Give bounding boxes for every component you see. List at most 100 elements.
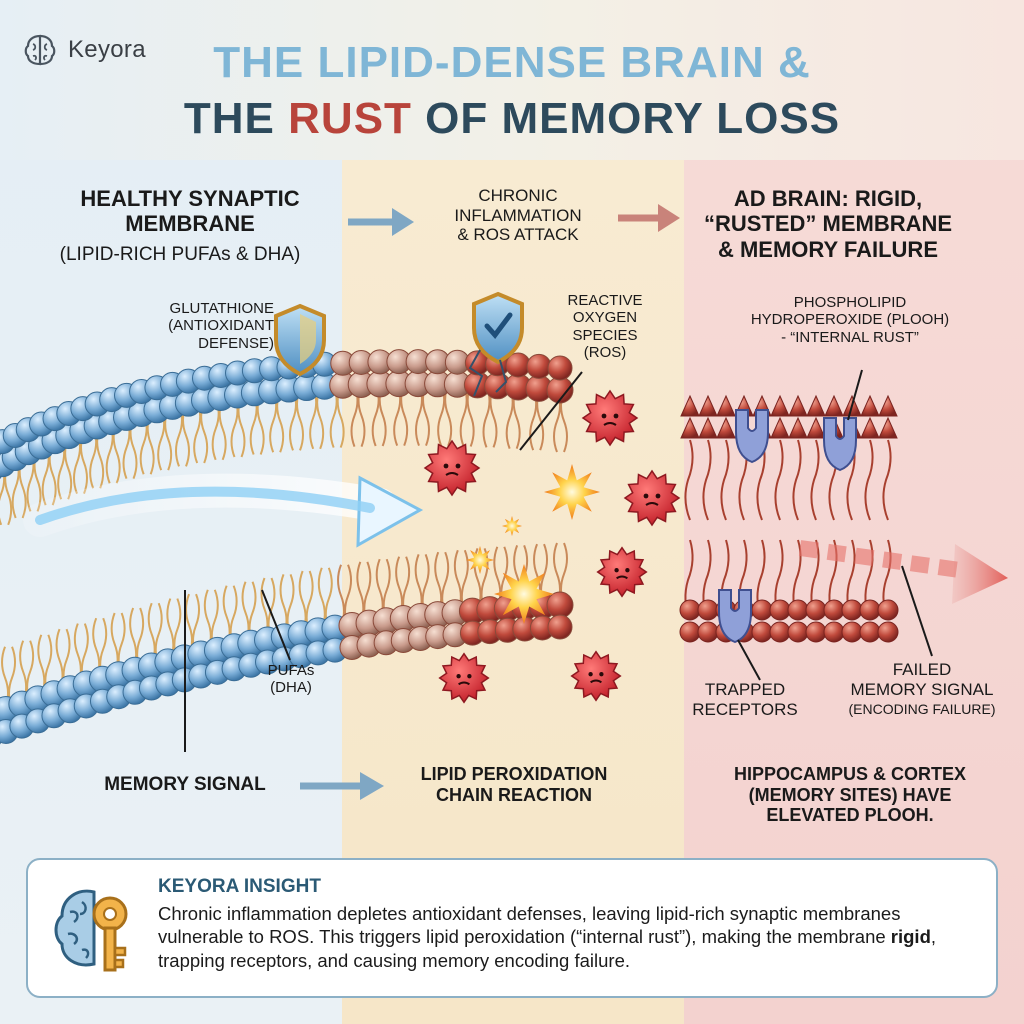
- insight-box: KEYORA INSIGHT Chronic inflammation depl…: [26, 858, 998, 998]
- shield-icon: [274, 303, 326, 377]
- title-line-2: THE RUST OF MEMORY LOSS: [0, 94, 1024, 144]
- glutathione-line1: GLUTATHIONE: [169, 300, 274, 317]
- arrow-right-icon: [658, 204, 680, 232]
- plooh-line1: PHOSPHOLIPID: [793, 294, 907, 311]
- attack-heading-line3: & ROS ATTACK: [457, 225, 579, 245]
- trapped-line1: TRAPPED: [704, 680, 786, 699]
- rusted-tail: [810, 439, 820, 521]
- ros-body: [581, 389, 639, 447]
- rusted-head: [770, 394, 790, 417]
- arrow-right-icon: [392, 208, 414, 236]
- healthy-heading-line2: MEMBRANE: [125, 211, 255, 237]
- phospholipid-head: [547, 614, 573, 640]
- check-mark: [484, 312, 513, 339]
- angry-ros-molecule-icon: [438, 652, 490, 704]
- rusted-head: [805, 621, 827, 643]
- ros-body: [623, 469, 681, 527]
- insight-body-part2: , trapping receptors, and causing memory…: [158, 926, 937, 971]
- leader-line: [737, 639, 761, 681]
- pufa-label: PUFAs(DHA): [236, 662, 346, 697]
- explosion-spark-icon: [466, 546, 494, 574]
- rusted-tail: [774, 439, 784, 521]
- crack-line: [468, 349, 508, 397]
- angry-ros-molecule-icon: [596, 546, 648, 598]
- rusted-head: [770, 416, 790, 439]
- rusted-head: [877, 621, 899, 643]
- ad-heading-line1: AD BRAIN: RIGID,: [733, 186, 923, 211]
- ros-line3: SPECIES: [572, 326, 638, 344]
- spark-burst: [502, 516, 522, 536]
- rusted-head: [841, 599, 863, 621]
- ros-body: [596, 546, 648, 598]
- leader-line: [847, 369, 863, 421]
- brain-logo-icon: [24, 34, 56, 66]
- rusted-head: [787, 621, 809, 643]
- receptor-protein-icon: [823, 417, 857, 472]
- ros-eye: [456, 674, 461, 679]
- title-line-1: THE LIPID-DENSE BRAIN &: [213, 38, 811, 87]
- title-rust-word: RUST: [288, 94, 412, 143]
- rusted-head: [680, 394, 700, 417]
- rusted-head: [823, 621, 845, 643]
- failed-line2: MEMORY SIGNAL: [850, 679, 994, 699]
- ros-mouth: [445, 472, 459, 476]
- receptor-protein-icon: [718, 589, 752, 644]
- ros-eye: [588, 672, 593, 677]
- pufa-line1: PUFAs: [267, 662, 315, 679]
- attack-heading-line2: INFLAMMATION: [454, 205, 582, 225]
- ros-eye: [614, 568, 619, 573]
- ros-mouth: [603, 422, 617, 426]
- chain-line1: LIPID PEROXIDATION: [420, 764, 608, 784]
- rusted-tail: [792, 439, 802, 521]
- arrow-right-icon: [356, 475, 424, 548]
- ros-eye: [613, 413, 619, 419]
- rusted-tail: [882, 439, 892, 521]
- ros-eye: [467, 674, 472, 679]
- rusted-head: [878, 394, 898, 417]
- ros-eye: [599, 672, 604, 677]
- failed-line1: FAILED: [892, 660, 952, 679]
- insight-body-part1: Chronic inflammation depletes antioxidan…: [158, 903, 901, 948]
- rusted-head: [788, 394, 808, 417]
- sites-line2: (MEMORY SITES) HAVE: [748, 784, 952, 805]
- attack-heading-line1: CHRONIC: [478, 186, 558, 205]
- shield-check-icon: [472, 291, 524, 365]
- sites-line1: HIPPOCAMPUS & CORTEX: [733, 764, 967, 784]
- phospholipid-head: [547, 355, 573, 381]
- rusted-head: [679, 599, 701, 621]
- chain-line2: CHAIN REACTION: [436, 784, 592, 805]
- ros-eye: [601, 413, 607, 419]
- shield-highlight: [300, 314, 316, 364]
- ros-layer: [423, 389, 681, 704]
- rusted-head: [806, 394, 826, 417]
- rusted-head: [824, 394, 844, 417]
- insight-body-bold: rigid: [890, 926, 931, 948]
- rusted-head: [806, 416, 826, 439]
- rusted-head: [680, 416, 700, 439]
- ros-line1: REACTIVE: [567, 292, 643, 309]
- healthy-subheading: (LIPID-RICH PUFAs & DHA): [59, 244, 301, 265]
- ros-body: [438, 652, 490, 704]
- brain-key-icon: [54, 889, 128, 972]
- spark-burst: [494, 564, 554, 624]
- rusted-head: [697, 599, 719, 621]
- sites-line3: ELEVATED PLOOH.: [766, 805, 934, 826]
- leader-line: [901, 565, 933, 657]
- memory-signal-label: MEMORY SIGNAL: [104, 774, 266, 795]
- spark-burst: [466, 546, 494, 574]
- healthy-heading-line1: HEALTHY SYNAPTIC: [80, 186, 300, 211]
- rusted-head: [859, 599, 881, 621]
- plooh-line2: HYDROPEROXIDE (PLOOH): [750, 311, 950, 329]
- title-line-2-suffix: OF MEMORY LOSS: [411, 94, 841, 143]
- spark-burst: [544, 464, 600, 520]
- glutathione-line2: (ANTIOXIDANT: [168, 317, 274, 335]
